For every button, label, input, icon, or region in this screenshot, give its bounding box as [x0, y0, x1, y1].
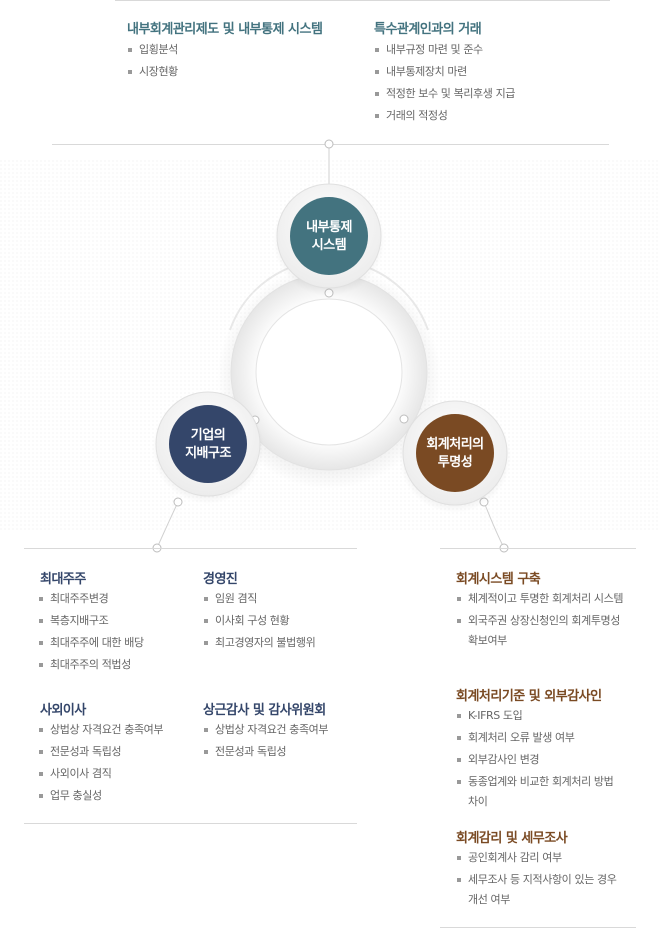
list-item: 복층지배구조 [38, 610, 144, 632]
list-item: 이사회 구성 현황 [203, 610, 315, 632]
accounting-system-list: 체계적이고 투명한 회계처리 시스템 외국주권 상장신청인의 회계투명성 확보여… [456, 588, 626, 652]
list-item: 최대주주변경 [38, 588, 144, 610]
left-section-top-line [24, 548, 357, 549]
audit-committee-list: 상법상 자격요건 충족여부 전문성과 독립성 [203, 719, 343, 763]
list-item: 상법상 자격요건 충족여부 [38, 719, 164, 741]
outside-director-title: 사외이사 [40, 703, 86, 718]
list-item: K-IFRS 도입 [456, 705, 626, 727]
right-section-top-line [440, 548, 636, 549]
left-section-bottom-line [24, 823, 357, 824]
list-item: 최대주주의 적법성 [38, 654, 144, 676]
related-party-list: 내부규정 마련 및 준수 내부통제장치 마련 적정한 보수 및 복리후생 지급 … [374, 39, 515, 127]
list-item: 세무조사 등 지적사항이 있는 경우 개선 여부 [456, 869, 626, 911]
list-item: 외부감사인 변경 [456, 749, 626, 771]
list-item: 거래의 적정성 [374, 105, 515, 127]
list-item: 체계적이고 투명한 회계처리 시스템 [456, 588, 626, 610]
list-item: 내부규정 마련 및 준수 [374, 39, 515, 61]
transparency-circle: 회계처리의 투명성 [399, 400, 511, 513]
list-item: 동종업계와 비교한 회계처리 방법 차이 [456, 771, 626, 813]
list-item: 적정한 보수 및 복리후생 지급 [374, 83, 515, 105]
list-item: 내부통제장치 마련 [374, 61, 515, 83]
internal-control-label-2: 시스템 [312, 238, 346, 253]
audit-committee-title: 상근감사 및 감사위원회 [203, 703, 326, 718]
governance-label-2: 지배구조 [185, 445, 231, 461]
internal-accounting-title: 내부회계관리제도 및 내부통제 시스템 [127, 22, 323, 37]
list-item: 사외이사 겸직 [38, 763, 163, 785]
list-item: 외국주권 상장신청인의 회계투명성 확보여부 [456, 610, 626, 652]
accounting-system-title: 회계시스템 구축 [456, 572, 541, 587]
major-shareholder-list: 최대주주변경 복층지배구조 최대주주에 대한 배당 최대주주의 적법성 [38, 588, 144, 676]
accounting-standards-title: 회계처리기준 및 외부감사인 [456, 689, 602, 704]
related-party-title: 특수관계인과의 거래 [374, 22, 482, 37]
list-item: 입횡분석 [127, 39, 178, 61]
list-item: 공인회계사 감리 여부 [456, 847, 626, 869]
transparency-label-1: 회계처리의 [426, 436, 483, 452]
top-border-line [115, 0, 610, 1]
internal-control-label-1: 내부통제 [306, 219, 352, 235]
audit-tax-list: 공인회계사 감리 여부 세무조사 등 지적사항이 있는 경우 개선 여부 [456, 847, 626, 911]
management-title: 경영진 [203, 572, 238, 587]
list-item: 상법상 자격요건 충족여부 [203, 719, 343, 741]
list-item: 최고경영자의 불법행위 [203, 632, 316, 654]
internal-control-circle: 내부통제 시스템 [273, 183, 385, 296]
list-item: 업무 충실성 [38, 785, 163, 807]
list-item: 전문성과 독립성 [38, 741, 163, 763]
audit-tax-title: 회계감리 및 세무조사 [456, 831, 568, 846]
right-section-bottom-line [440, 927, 636, 928]
list-item: 최대주주에 대한 배당 [38, 632, 144, 654]
list-item: 전문성과 독립성 [203, 741, 343, 763]
list-item: 회계처리 오류 발생 여부 [456, 727, 626, 749]
major-shareholder-title: 최대주주 [40, 572, 86, 587]
governance-circle: 기업의 지배구조 [152, 391, 264, 504]
accounting-standards-list: K-IFRS 도입 회계처리 오류 발생 여부 외부감사인 변경 동종업계와 비… [456, 705, 626, 813]
governance-label-1: 기업의 [191, 427, 225, 443]
transparency-label-2: 투명성 [438, 454, 472, 470]
outside-director-list: 상법상 자격요건 충족여부 전문성과 독립성 사외이사 겸직 업무 충실성 [38, 719, 164, 807]
internal-accounting-list: 입횡분석 시장현황 [127, 39, 178, 83]
management-list: 임원 겸직 이사회 구성 현황 최고경영자의 불법행위 [203, 588, 316, 654]
central-ring-hole [255, 298, 403, 446]
list-item: 시장현황 [127, 61, 178, 83]
list-item: 임원 겸직 [203, 588, 315, 610]
